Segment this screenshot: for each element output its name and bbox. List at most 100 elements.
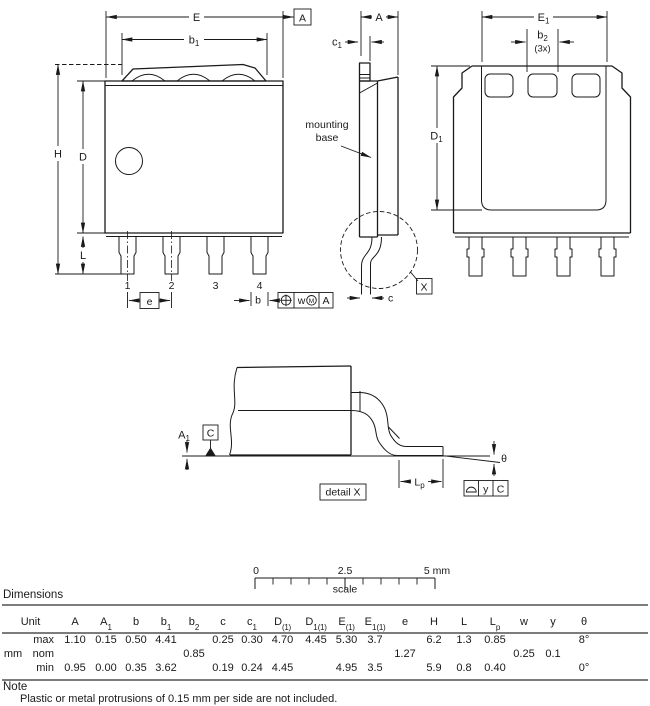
col-header-unit: Unit xyxy=(20,616,41,628)
value-cell: 4.41 xyxy=(155,634,177,646)
value-cell xyxy=(360,647,390,661)
value-cell xyxy=(538,633,568,647)
value-cell: 0.40 xyxy=(484,662,506,674)
value-cell: 6.2 xyxy=(426,634,442,646)
b2-count-label: (3x) xyxy=(534,44,550,55)
detail-circle xyxy=(340,211,418,289)
dim-label-b: b xyxy=(255,295,261,307)
pin-2 xyxy=(162,236,181,275)
profile-of-surface-symbol-icon xyxy=(465,486,477,493)
dimensions-table-title: Dimensions xyxy=(3,589,64,601)
col-header-y: y xyxy=(550,616,556,628)
value-cell xyxy=(510,633,538,647)
row-pad xyxy=(600,661,647,675)
header-pad xyxy=(600,606,647,633)
theta-label: θ xyxy=(501,453,507,465)
unit-cell: mm xyxy=(3,648,23,660)
value-cell xyxy=(266,647,299,661)
tab-bumps xyxy=(131,73,256,82)
scale-bar: 0 2.5 5 mm scale xyxy=(253,565,450,596)
value-cell xyxy=(510,661,538,675)
col-header-D: D(1) xyxy=(274,616,291,632)
body-outline xyxy=(104,80,284,234)
value-cell: 0° xyxy=(578,662,590,674)
value-cell: 1.27 xyxy=(394,648,416,660)
pin-3 xyxy=(206,236,225,275)
value-cell xyxy=(180,661,208,675)
dim-label-A1: A1 xyxy=(178,430,190,444)
back-pin-3 xyxy=(554,237,573,277)
fcf-datum-c: C xyxy=(497,484,505,496)
pin-4 xyxy=(250,236,269,275)
value-cell: 0.95 xyxy=(64,662,86,674)
scale-tick-end: 5 mm xyxy=(424,565,451,577)
dim-label-Lp: Lp xyxy=(414,477,425,491)
value-cell xyxy=(299,661,333,675)
dim-label-c: c xyxy=(388,293,393,305)
dim-label-L: L xyxy=(80,250,86,262)
datum-triangle-icon xyxy=(205,447,216,456)
value-cell xyxy=(92,647,120,661)
value-cell: 3.62 xyxy=(155,662,177,674)
value-cell: 0.00 xyxy=(95,662,117,674)
value-cell xyxy=(480,647,510,661)
row-label-nom: nom xyxy=(32,648,54,660)
note-text: Plastic or metal protrusions of 0.15 mm … xyxy=(20,693,338,705)
unit-cell xyxy=(3,661,23,675)
lead-slot-2 xyxy=(527,73,558,98)
value-cell xyxy=(299,647,333,661)
value-cell xyxy=(152,647,180,661)
table-rule-top xyxy=(2,604,648,606)
value-cell: 8° xyxy=(578,634,590,646)
col-header-e: e xyxy=(401,616,409,628)
left-shoulder xyxy=(452,65,473,233)
mounting-base-label-line2: base xyxy=(316,132,339,144)
lead-foot xyxy=(350,392,444,456)
value-cell: 5.30 xyxy=(335,634,358,646)
value-cell: 1.10 xyxy=(64,634,86,646)
body-dimple-circle xyxy=(115,147,143,175)
row-pad xyxy=(600,647,647,661)
scale-tick-mid: 2.5 xyxy=(338,565,353,577)
value-cell xyxy=(568,647,600,661)
value-cell xyxy=(180,633,208,647)
scale-label: scale xyxy=(333,584,358,596)
col-header-b: b xyxy=(132,616,140,628)
value-cell xyxy=(390,633,420,647)
side-view: A c1 c X mounting base xyxy=(305,10,433,305)
table-rule-header xyxy=(2,632,648,634)
value-cell: 0.85 xyxy=(183,648,205,660)
datum-a-box xyxy=(293,8,312,26)
dim-label-A: A xyxy=(375,12,383,24)
value-cell: 4.95 xyxy=(335,662,358,674)
table-rule-bottom xyxy=(2,679,648,681)
fcf-tolerance-w: w xyxy=(297,295,306,307)
col-header-L: L xyxy=(460,616,468,628)
datum-c-label: C xyxy=(207,428,215,440)
mounting-base-label-line1: mounting xyxy=(305,119,348,131)
dim-label-E1: E1 xyxy=(538,12,550,26)
mounting-base-arrow xyxy=(340,145,372,158)
value-cell xyxy=(238,647,266,661)
dim-label-E: E xyxy=(193,12,200,24)
tab-outline xyxy=(121,63,267,82)
value-cell: 0.1 xyxy=(545,648,561,660)
row-pad xyxy=(600,633,647,647)
col-header-A: A xyxy=(71,616,79,628)
value-cell: 4.45 xyxy=(305,634,327,646)
break-line xyxy=(229,367,238,456)
value-cell: 0.8 xyxy=(456,662,472,674)
value-cell: 4.45 xyxy=(271,662,294,674)
value-cell: 0.25 xyxy=(212,634,234,646)
value-cell: 3.5 xyxy=(367,662,383,674)
unit-cell xyxy=(3,633,23,647)
value-cell: 0.35 xyxy=(125,662,147,674)
note-title: Note xyxy=(3,681,28,693)
detail-caption: detail X xyxy=(325,487,360,499)
back-pin-1 xyxy=(466,237,485,277)
right-shoulder xyxy=(611,65,632,233)
